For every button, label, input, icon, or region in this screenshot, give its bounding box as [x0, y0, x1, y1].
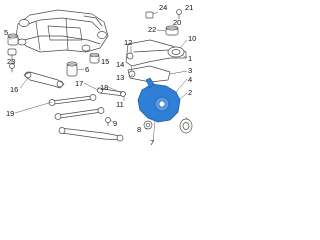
callout-21: 21: [185, 3, 194, 12]
callout-9: 9: [113, 119, 118, 128]
callout-6: 6: [85, 65, 90, 74]
callout-3: 3: [188, 66, 193, 75]
callout-16: 16: [10, 85, 19, 94]
callout-4: 4: [188, 75, 193, 84]
lower-link: [23, 71, 65, 89]
callout-23: 23: [7, 57, 16, 66]
crossmember-subframe: [15, 9, 109, 53]
control-arm-links: [48, 87, 126, 142]
subframe-mount-bushing: [7, 33, 19, 73]
lower-spring-arm: [127, 65, 171, 83]
callout-7: 7: [150, 138, 155, 147]
callout-14: 14: [116, 60, 125, 69]
callout-11: 11: [116, 100, 124, 109]
callout-10: 10: [188, 34, 197, 43]
rear-knuckle-highlighted: [137, 77, 181, 123]
callout-24: 24: [159, 3, 168, 12]
callout-5: 5: [4, 28, 9, 37]
callout-8: 8: [137, 125, 142, 134]
callout-18: 18: [100, 83, 109, 92]
callout-1: 1: [188, 54, 193, 63]
rear-suspension-diagram: [7, 9, 193, 143]
callout-20: 20: [173, 18, 182, 27]
callout-12: 12: [124, 38, 133, 47]
upper-control-arm: [125, 39, 187, 67]
hardware-bolt: [145, 9, 182, 36]
callout-2: 2: [188, 88, 193, 97]
callout-22: 22: [148, 25, 157, 34]
callout-19: 19: [6, 109, 15, 118]
callout-13: 13: [116, 73, 125, 82]
callout-17: 17: [75, 79, 84, 88]
center-bushing: [66, 52, 100, 77]
hub-bearing: [143, 118, 193, 134]
callout-15: 15: [101, 57, 110, 66]
